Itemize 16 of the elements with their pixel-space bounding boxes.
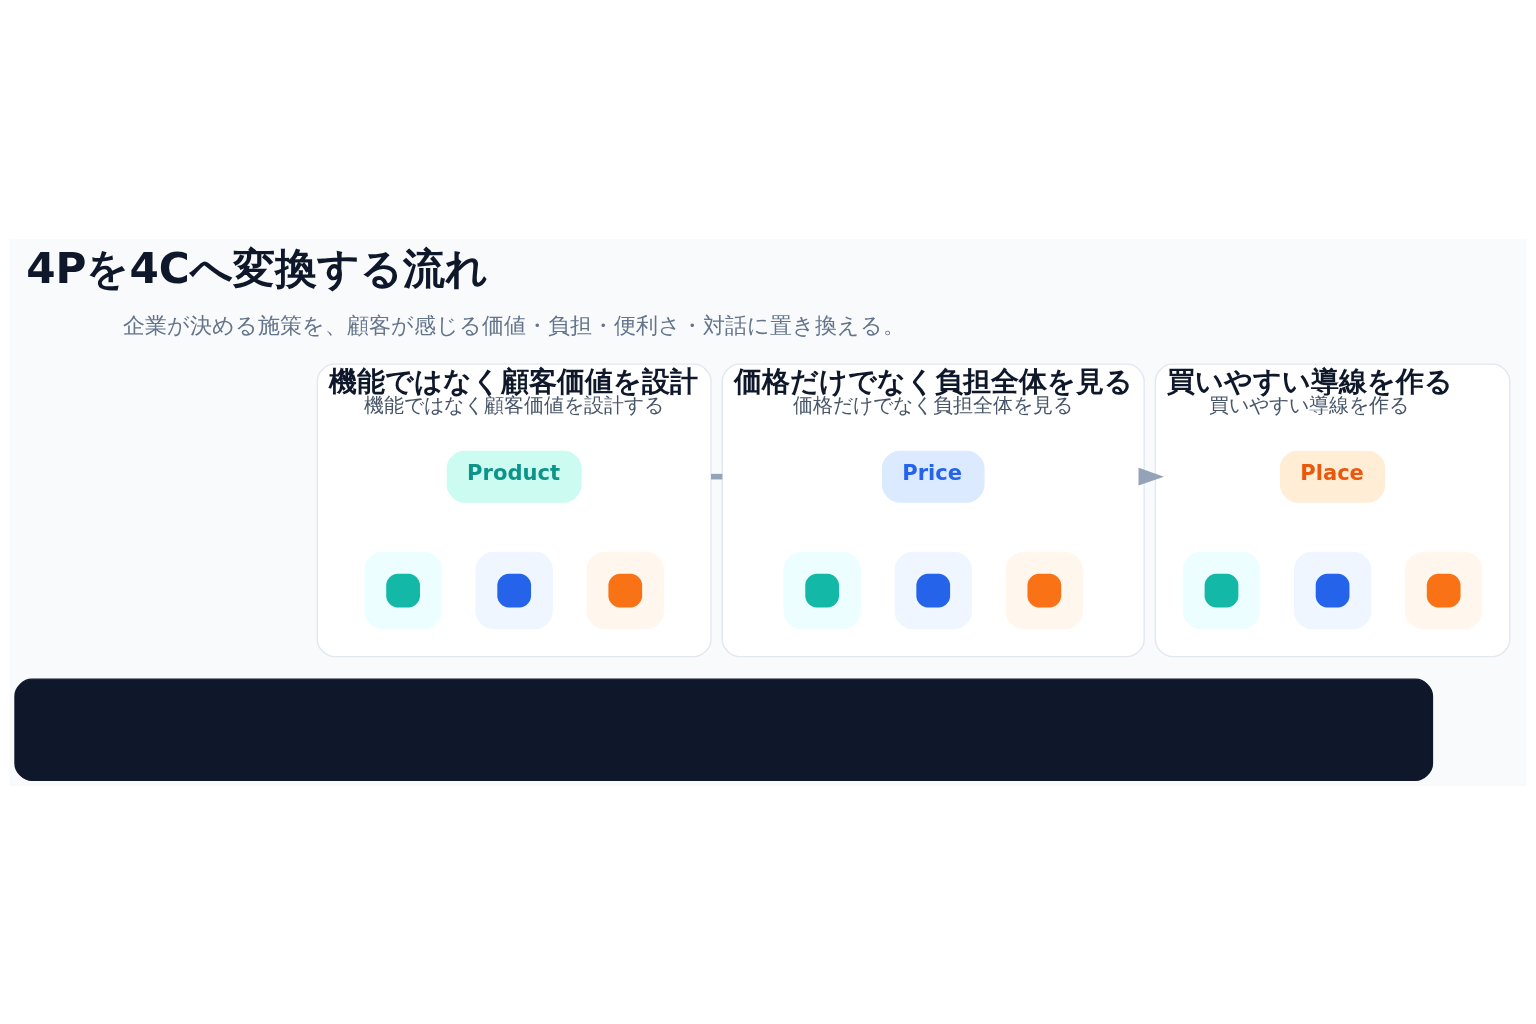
node-box bbox=[1293, 551, 1372, 629]
node-box bbox=[586, 551, 664, 629]
node-box bbox=[364, 551, 442, 629]
node-box: Price bbox=[881, 450, 985, 503]
node-box bbox=[475, 551, 553, 629]
node-bar bbox=[14, 677, 1434, 781]
node-box bbox=[894, 551, 972, 629]
arrow bbox=[1138, 467, 1164, 486]
node-box bbox=[1182, 551, 1261, 629]
node-box: Product bbox=[446, 450, 582, 503]
diagram-title: 4Pを4Cへ変換する流れ bbox=[26, 243, 488, 293]
label: 企業が決める施策を、顧客が感じる価値・負担・便利さ・対話に置き換える。 bbox=[123, 311, 906, 338]
node-box bbox=[1005, 551, 1083, 629]
node-box: Place bbox=[1279, 450, 1386, 503]
node-box bbox=[1405, 551, 1483, 629]
node-box bbox=[783, 551, 861, 629]
